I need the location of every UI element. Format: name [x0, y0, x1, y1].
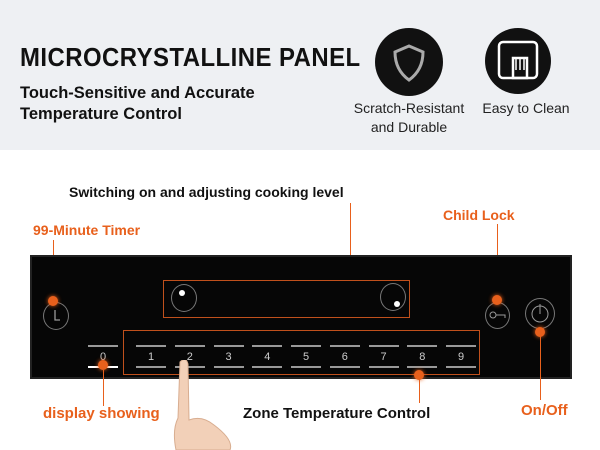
display-digit: 0: [99, 351, 107, 363]
feature-label: and Durable: [370, 119, 448, 135]
knob-left[interactable]: [171, 284, 197, 312]
level-box: [123, 330, 480, 375]
knob-right[interactable]: [380, 283, 406, 311]
power-button[interactable]: [525, 298, 555, 329]
level-5[interactable]: 5: [291, 345, 321, 368]
level-label: 3: [225, 351, 232, 363]
callout-timer: 99-Minute Timer: [33, 222, 141, 238]
callout-line: [540, 335, 541, 400]
callout-line: [350, 203, 351, 280]
level-label: 6: [341, 351, 348, 363]
level-6[interactable]: 6: [329, 345, 360, 368]
callout-zone: Zone Temperature Control: [243, 405, 431, 422]
level-label: 5: [302, 351, 310, 363]
timer-button[interactable]: [43, 302, 69, 330]
key-icon: [489, 311, 506, 319]
callout-line: [419, 378, 420, 403]
level-label: 4: [264, 351, 271, 363]
subtitle-line1: Touch-Sensitive and Accurate: [20, 84, 255, 102]
feature-label: Scratch-Resistant: [353, 100, 465, 116]
level-label: 9: [457, 351, 465, 363]
level-buttons: 1 2 3 4 5 6 7 8 9: [136, 345, 476, 368]
level-label: 8: [419, 351, 426, 363]
callout-dot: [98, 360, 108, 370]
level-9[interactable]: 9: [446, 345, 476, 368]
slider-box: [163, 280, 410, 318]
clock-icon: [54, 310, 60, 321]
callout-line: [103, 370, 104, 406]
level-1[interactable]: 1: [136, 345, 166, 368]
callout-dot: [48, 296, 58, 306]
callout-dot: [535, 327, 545, 337]
hand-wipe-icon: [485, 28, 551, 94]
power-icon: [531, 304, 549, 323]
feature-label: Easy to Clean: [482, 100, 570, 116]
feature-easy-clean: Easy to Clean: [466, 99, 586, 118]
subtitle-line2: Temperature Control: [20, 105, 182, 123]
callout-display: display showing: [43, 405, 160, 422]
level-label: 7: [380, 351, 387, 363]
level-8[interactable]: 8: [407, 345, 438, 368]
callout-dot: [414, 370, 424, 380]
callout-switching: Switching on and adjusting cooking level: [69, 184, 344, 200]
level-label: 2: [186, 351, 193, 363]
callout-child-lock: Child Lock: [443, 207, 515, 223]
callout-onoff: On/Off: [521, 402, 568, 419]
feature-scratch-resistant: Scratch-Resistant and Durable: [349, 99, 469, 137]
level-2[interactable]: 2: [174, 345, 205, 368]
child-lock-button[interactable]: [485, 302, 510, 329]
level-3[interactable]: 3: [213, 345, 244, 368]
callout-dot: [492, 295, 502, 305]
finger-hand-icon: [173, 360, 232, 450]
shield-icon: [375, 28, 443, 96]
page-title: MICROCRYSTALLINE PANEL: [20, 42, 361, 72]
level-4[interactable]: 4: [252, 345, 283, 368]
level-7[interactable]: 7: [368, 345, 399, 368]
level-label: 1: [147, 351, 155, 363]
